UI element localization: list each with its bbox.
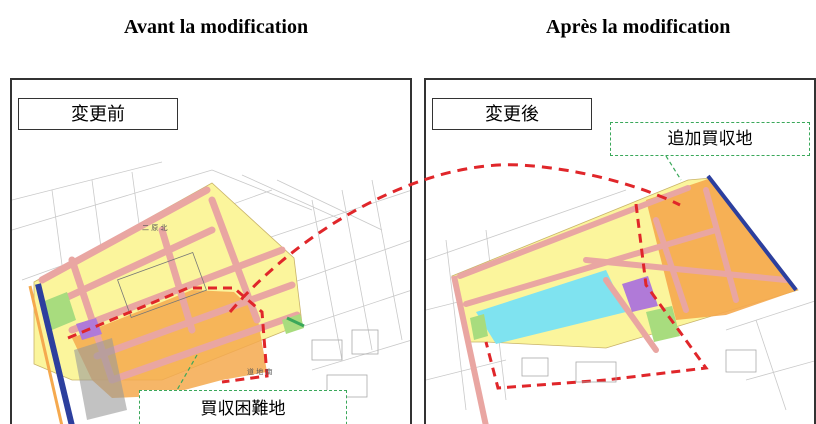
callout-difficult-acquisition: 買収困難地 bbox=[139, 390, 347, 424]
park-area bbox=[646, 306, 680, 342]
railway-line bbox=[706, 174, 798, 292]
gray-zone bbox=[74, 338, 127, 420]
building-outlines bbox=[311, 329, 379, 398]
railway-line bbox=[35, 283, 75, 424]
building-outlines bbox=[521, 349, 757, 383]
panel-label-after: 変更後 bbox=[432, 98, 592, 130]
heading-before: Avant la modification bbox=[124, 16, 309, 38]
station-label: 道 地 南 bbox=[247, 367, 272, 376]
callout-additional-acquisition: 追加買収地 bbox=[610, 122, 810, 156]
park-area-west bbox=[470, 314, 488, 340]
difficult-acquisition-zone bbox=[72, 290, 267, 398]
green-boundary bbox=[286, 316, 305, 328]
land-use-map-before: 二 原 北 道 地 南 bbox=[12, 161, 410, 424]
callout-connector-after bbox=[665, 155, 682, 181]
block-outline bbox=[117, 252, 207, 318]
heading-after: Après la modification bbox=[546, 16, 731, 38]
map-panel-before: 変更前 bbox=[10, 78, 412, 424]
acquisition-boundary-before bbox=[67, 286, 269, 384]
district-label: 二 原 北 bbox=[142, 224, 167, 232]
map-panel-after: 変更後 追加買収地 bbox=[424, 78, 816, 424]
panel-label-before: 変更前 bbox=[18, 98, 178, 130]
park-area bbox=[42, 292, 76, 330]
railway-side-strip bbox=[28, 285, 64, 424]
